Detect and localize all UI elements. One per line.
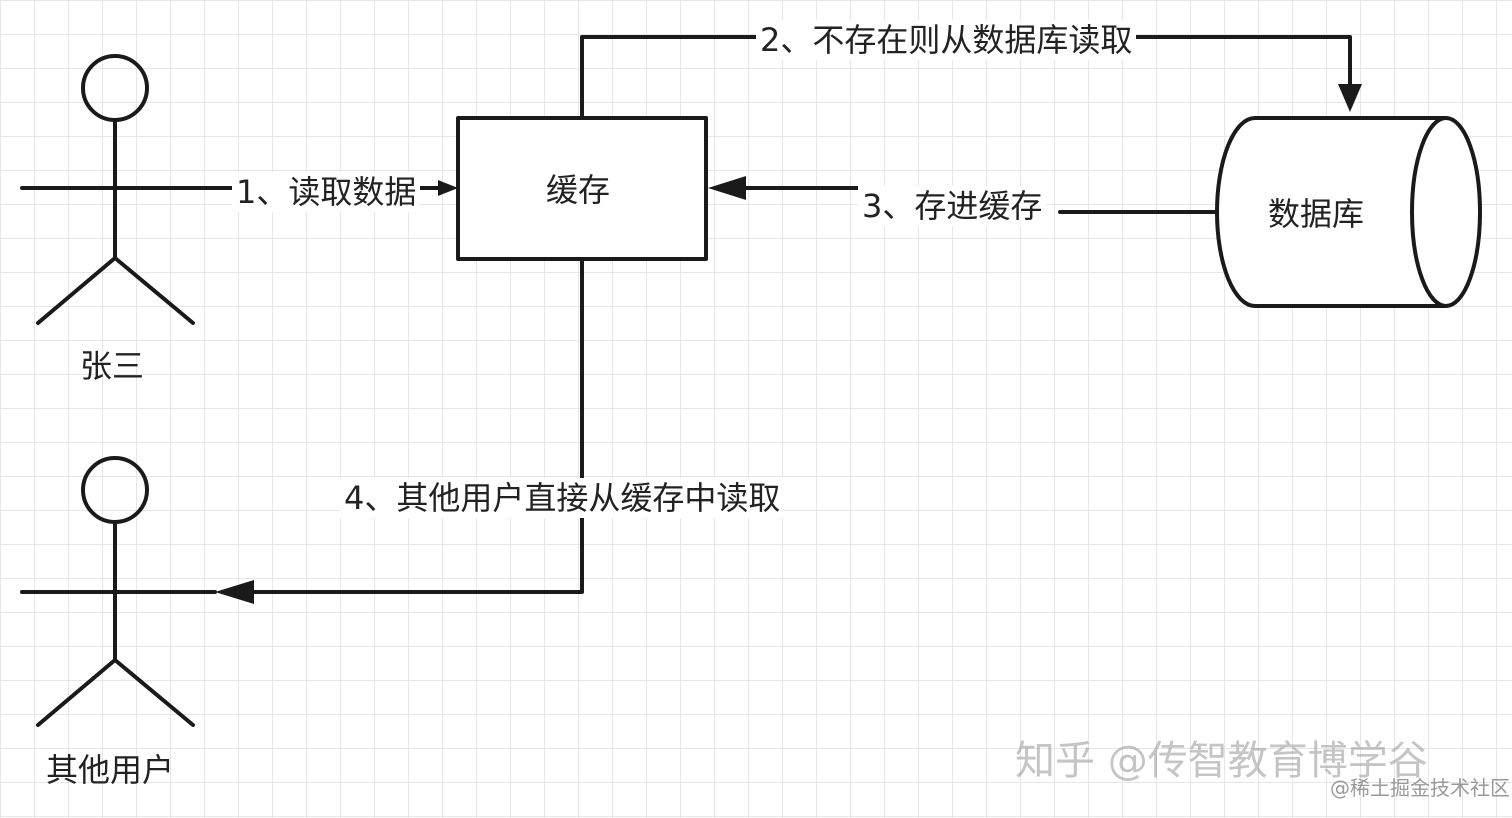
edge-step3-label: 3、存进缓存 — [858, 186, 1047, 226]
cache-box[interactable] — [456, 116, 708, 261]
database-cylinder[interactable] — [1215, 116, 1482, 308]
edge-step2-label: 2、不存在则从数据库读取 — [756, 20, 1137, 60]
actor-zhangsan-figure — [20, 54, 217, 325]
edge-step4-label: 4、其他用户直接从缓存中读取 — [340, 478, 785, 518]
zhihu-watermark: 知乎 @传智教育博学谷 — [1015, 738, 1428, 784]
arrowhead-step2 — [1338, 84, 1362, 112]
actor-other-users-label: 其他用户 — [46, 751, 175, 789]
edge-step1-label: 1、读取数据 — [232, 172, 421, 212]
juejin-watermark: @稀土掘金技术社区 — [1330, 776, 1510, 800]
arrowhead-step4 — [215, 580, 254, 604]
edge-step4-line — [252, 257, 584, 594]
actor-other-users-figure — [20, 456, 217, 727]
database-label: 数据库 — [1268, 195, 1365, 233]
actor-zhangsan-label: 张三 — [80, 347, 145, 385]
arrowhead-step3 — [708, 176, 746, 200]
arrowhead-step1 — [438, 180, 458, 196]
cache-label: 缓存 — [546, 171, 611, 209]
